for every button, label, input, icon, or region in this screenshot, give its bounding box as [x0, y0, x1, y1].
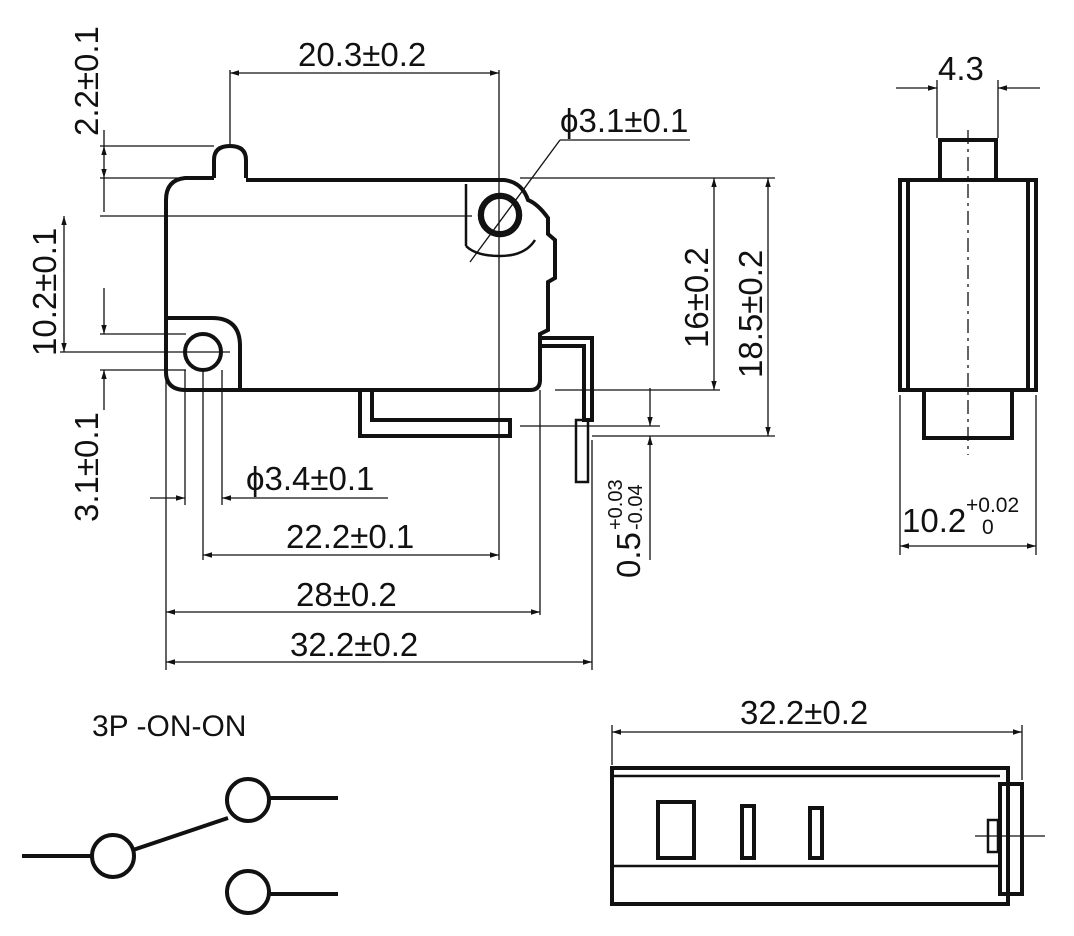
dim-width-32-2-bottom: 32.2±0.2: [740, 694, 868, 731]
dim-hole-top: ϕ3.1±0.1: [560, 102, 688, 139]
dim-height-18-5: 18.5±0.2: [732, 250, 769, 378]
common-terminal: [90, 833, 136, 879]
terminal-bottom: [358, 390, 512, 438]
dim-height-16: 16±0.2: [678, 247, 715, 348]
actuator-button: [212, 143, 248, 178]
dim-width-32-2-top: 32.2±0.2: [290, 626, 418, 663]
dim-hole-bottom: ϕ3.4±0.1: [246, 460, 374, 497]
dim-width-22-2: 22.2±0.1: [286, 518, 414, 555]
dim-height-3-1: 3.1±0.1: [68, 412, 105, 522]
front-view-dimensions: [61, 70, 771, 665]
dim-terminal-thickness: 0.5: [610, 532, 647, 578]
terminal-right: [540, 336, 594, 422]
dim-side-4-3: 4.3: [938, 50, 984, 87]
switch-schematic: [22, 777, 338, 915]
dim-side-tol-upper: +0.02: [966, 494, 1019, 517]
dim-side-tol-lower: 0: [982, 516, 994, 539]
schematic-title: 3P -ON-ON: [92, 710, 246, 743]
dim-terminal-tol-upper: +0.03: [605, 479, 627, 530]
dim-width-28: 28±0.2: [296, 576, 397, 613]
switch-body: [164, 176, 557, 392]
dim-width-20-3: 20.3±0.2: [298, 36, 426, 73]
no-terminal: [225, 869, 271, 915]
front-view: [60, 70, 775, 670]
dim-height-2-2: 2.2±0.1: [68, 26, 105, 136]
dim-terminal-tol-lower: -0.04: [625, 484, 647, 530]
nc-terminal: [225, 777, 271, 823]
mounting-hole-top: [480, 195, 520, 235]
side-view: [896, 80, 1040, 555]
dim-side-10-2: 10.2: [902, 502, 966, 539]
bottom-view: [610, 725, 1045, 906]
dim-height-10-2: 10.2±0.1: [26, 228, 63, 356]
